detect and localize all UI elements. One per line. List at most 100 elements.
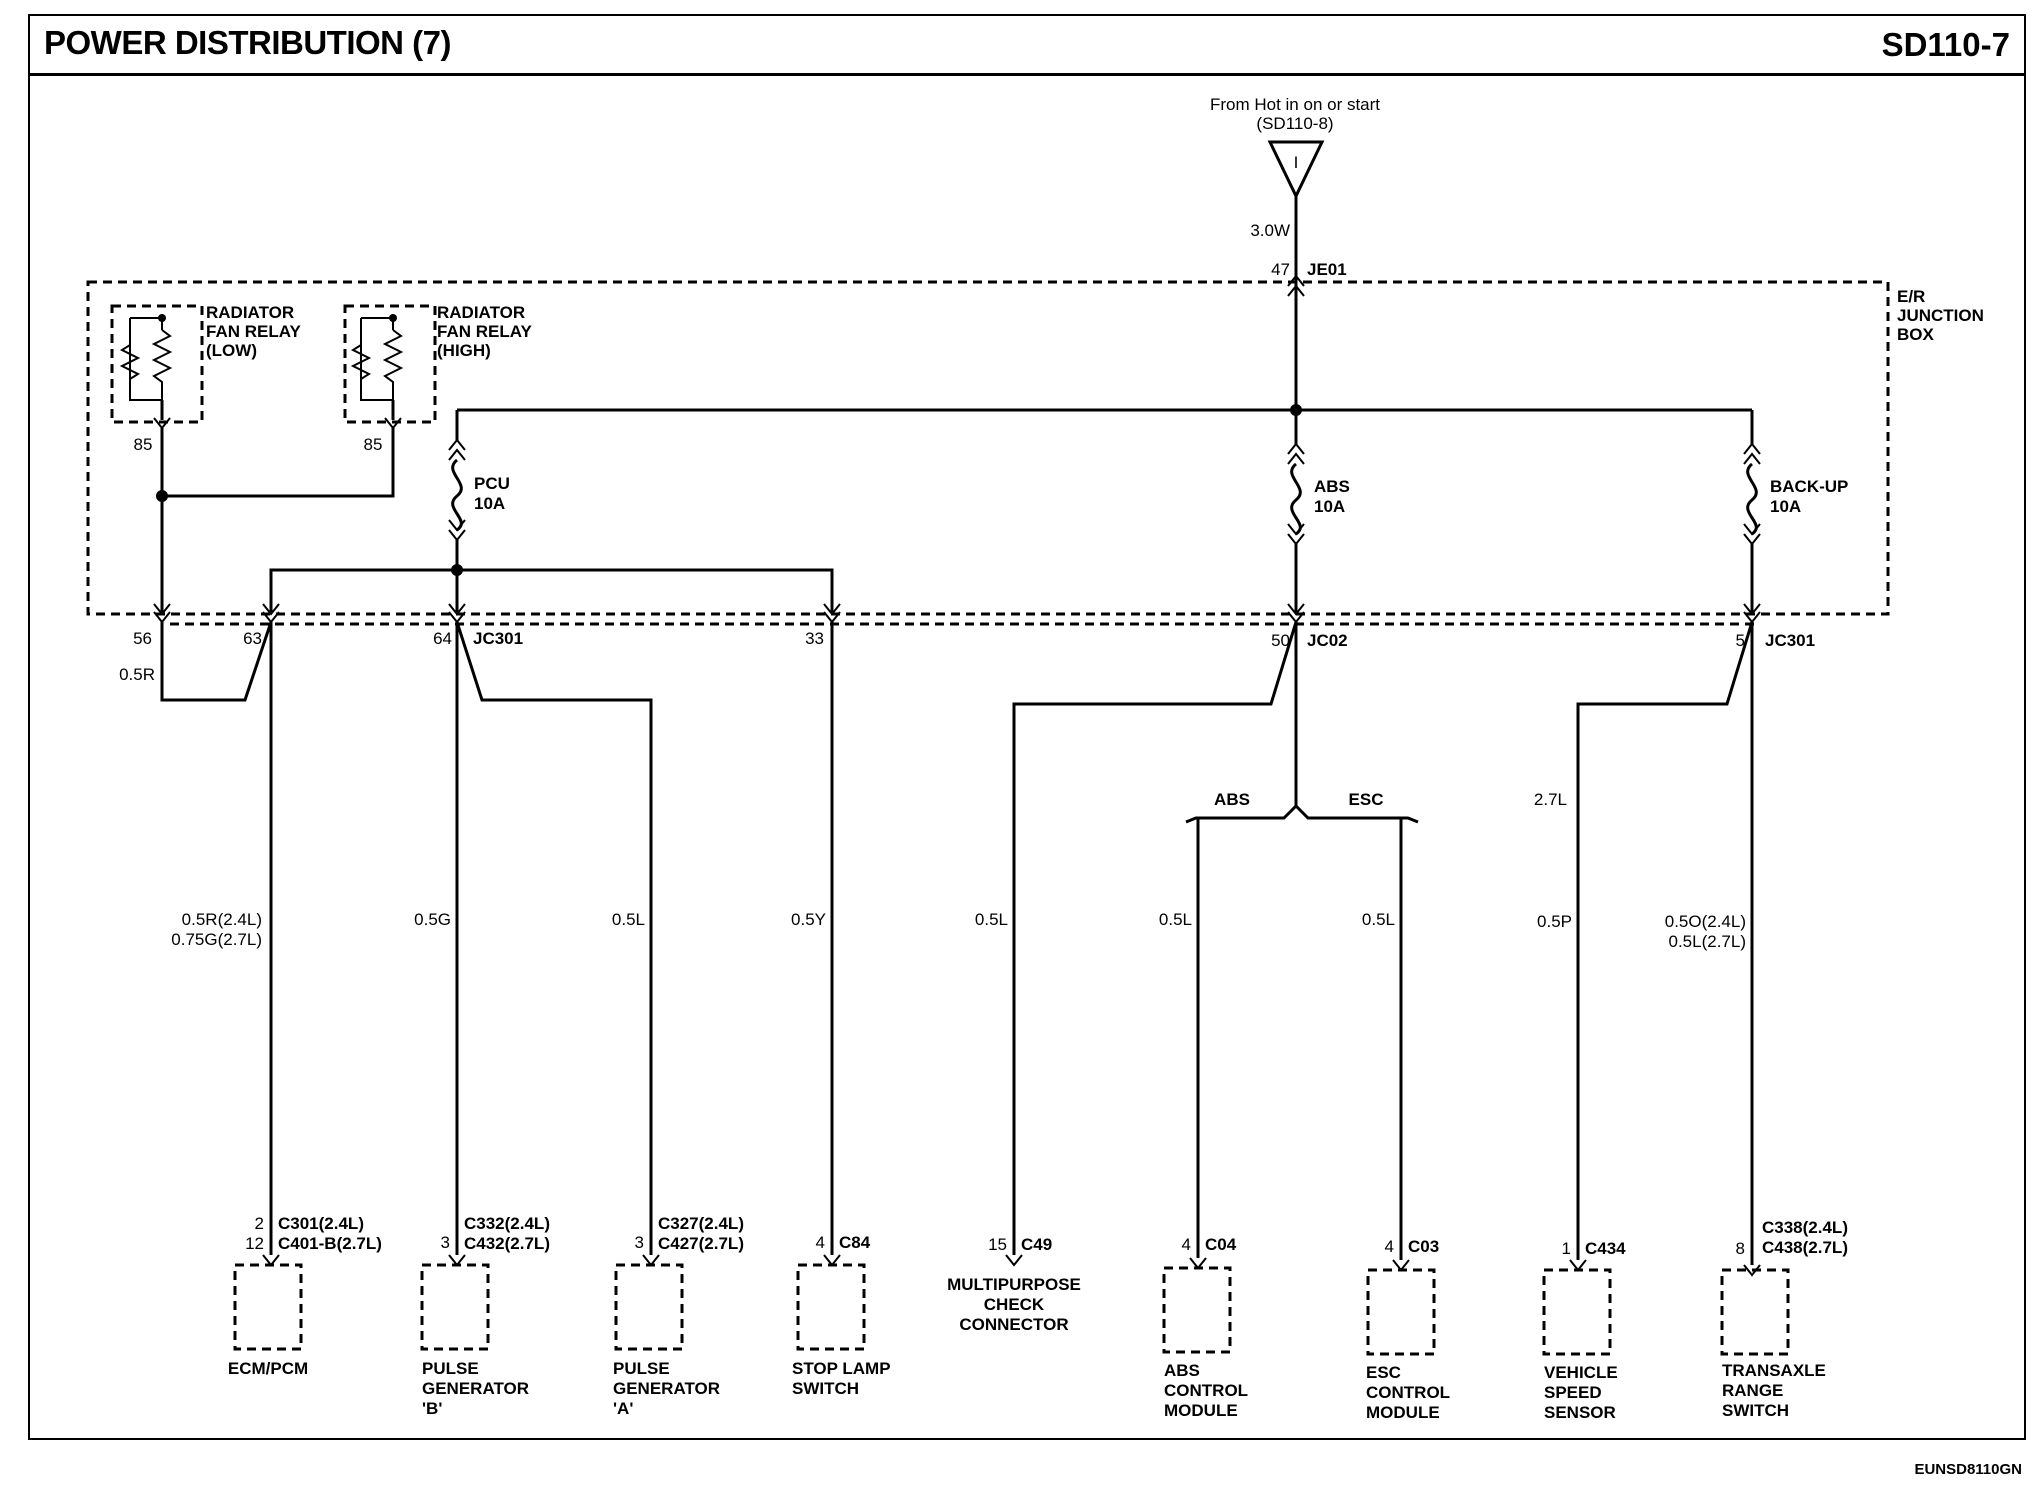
component-pin: 15 xyxy=(988,1235,1007,1254)
wire-color: 0.5G xyxy=(414,910,451,929)
fuse-connector-icon xyxy=(1287,523,1305,546)
wire-color: 0.5Y xyxy=(791,910,826,929)
fuse-name: BACK-UP xyxy=(1770,477,1848,496)
fuse-connector-icon xyxy=(1743,442,1761,465)
component-name: RANGE xyxy=(1722,1381,1783,1400)
wire-multipurpose xyxy=(1012,621,1298,1255)
component-box xyxy=(1542,1268,1612,1356)
wire-backup xyxy=(1576,621,1754,1265)
relay-interconnect-wire xyxy=(160,428,395,612)
jb-connector: JC301 xyxy=(473,629,523,648)
fuse-connector-icon xyxy=(448,438,466,461)
wire-color-labels: 0.5R(2.4L) 0.75G(2.7L) 0.5G 0.5L 0.5Y 0.… xyxy=(171,910,1746,951)
component-pin: 3 xyxy=(635,1233,644,1252)
page-code: SD110-7 xyxy=(1881,26,2010,63)
component-name: MULTIPURPOSE xyxy=(947,1275,1081,1294)
wire-pulse-generators xyxy=(455,621,653,1255)
component-name: CONTROL xyxy=(1366,1383,1450,1402)
jb-connector: JC02 xyxy=(1307,631,1348,650)
component-connector: C432(2.7L) xyxy=(464,1234,550,1253)
diagram-frame: POWER DISTRIBUTION (7) SD110-7 xyxy=(28,14,2026,1440)
er-junction-box-label: E/R JUNCTION BOX xyxy=(1897,287,1984,344)
component-box xyxy=(420,1263,490,1351)
relay-label-line: RADIATOR xyxy=(437,303,525,322)
component-name: ESC xyxy=(1366,1363,1401,1382)
component-name: CONTROL xyxy=(1164,1381,1248,1400)
component-pin: 12 xyxy=(245,1234,264,1253)
component-esc-control-module: 4 C03 ESC CONTROL MODULE xyxy=(1366,1237,1450,1422)
source-pin: 47 xyxy=(1271,260,1290,279)
component-pin: 4 xyxy=(1182,1235,1191,1254)
component-name: SWITCH xyxy=(1722,1401,1789,1420)
pin-arrow-icon xyxy=(1743,1264,1761,1277)
pin-arrow-icon xyxy=(153,603,1761,616)
connector-je01-icon xyxy=(1287,274,1305,297)
component-name: CHECK xyxy=(984,1295,1045,1314)
component-name: GENERATOR xyxy=(422,1379,529,1398)
component-pulse-generator-a: 3 C327(2.4L) C427(2.7L) PULSE GENERATOR … xyxy=(613,1214,744,1418)
component-name: SWITCH xyxy=(792,1379,859,1398)
component-connector: C427(2.7L) xyxy=(658,1234,744,1253)
component-name: PULSE xyxy=(613,1359,670,1378)
component-connector: C434 xyxy=(1585,1239,1626,1258)
jb-pin-number: 33 xyxy=(805,629,824,648)
relay-fan-low: RADIATOR FAN RELAY (LOW) 85 xyxy=(110,303,301,454)
component-name: MODULE xyxy=(1164,1401,1238,1420)
jb-connector: JC301 xyxy=(1765,631,1815,650)
wire-color: 0.5O(2.4L) xyxy=(1665,912,1746,931)
component-box xyxy=(796,1263,866,1351)
component-pin: 8 xyxy=(1736,1239,1745,1258)
fuse-icon xyxy=(451,458,463,532)
resistor-icon xyxy=(350,344,372,380)
component-vehicle-speed-sensor: 1 C434 VEHICLE SPEED SENSOR xyxy=(1542,1239,1626,1422)
component-box xyxy=(614,1263,684,1351)
wire-color: 0.5L(2.7L) xyxy=(1669,932,1747,951)
relay-label-line: FAN RELAY xyxy=(206,322,301,341)
component-name: SPEED xyxy=(1544,1383,1602,1402)
component-pin: 4 xyxy=(1385,1237,1394,1256)
component-connector: C03 xyxy=(1408,1237,1439,1256)
relay-pin: 85 xyxy=(134,435,153,454)
figure-id: EUNSD8110GN xyxy=(1914,1461,2022,1478)
component-name: TRANSAXLE xyxy=(1722,1361,1826,1380)
relay-label-line: FAN RELAY xyxy=(437,322,532,341)
jb-label-line: E/R xyxy=(1897,287,1925,306)
er-junction-box-outline xyxy=(86,280,1890,616)
component-pulse-generator-b: 3 C332(2.4L) C432(2.7L) PULSE GENERATOR … xyxy=(420,1214,550,1418)
wire-color: 0.5P xyxy=(1537,912,1572,931)
source-connector: JE01 xyxy=(1307,260,1347,279)
wire-color: 0.5L xyxy=(1362,910,1395,929)
component-connector: C327(2.4L) xyxy=(658,1214,744,1233)
relay-node xyxy=(389,314,397,322)
relay-label-line: (HIGH) xyxy=(437,341,491,360)
source-block: From Hot in on or start (SD110-8) I 3.0W… xyxy=(1210,95,1380,279)
component-connector: C438(2.7L) xyxy=(1762,1238,1848,1257)
component-abs-control-module: 4 C04 ABS CONTROL MODULE xyxy=(1162,1235,1248,1420)
relay-pin: 85 xyxy=(364,435,383,454)
relay-high-outline xyxy=(343,304,437,424)
pcu-bus-wire xyxy=(269,540,834,612)
relay-label-line: (LOW) xyxy=(206,341,257,360)
relay-low-outline xyxy=(110,304,204,424)
component-name: STOP LAMP xyxy=(792,1359,891,1378)
pin-arrow-icon xyxy=(1005,1254,1023,1267)
wire-color: 0.5L xyxy=(975,910,1008,929)
component-name: 'B' xyxy=(422,1399,442,1418)
component-box xyxy=(1720,1268,1790,1356)
fuse-icon xyxy=(1746,462,1758,536)
component-connector: C49 xyxy=(1021,1235,1052,1254)
component-stop-lamp-switch: 4 C84 STOP LAMP SWITCH xyxy=(792,1233,891,1398)
component-name: ECM/PCM xyxy=(228,1359,308,1378)
page-title: POWER DISTRIBUTION (7) xyxy=(44,24,452,61)
wire-pin56-loop xyxy=(160,621,273,702)
component-name: GENERATOR xyxy=(613,1379,720,1398)
jb-pin-number: 56 xyxy=(133,629,152,648)
wire-color: 0.5L xyxy=(612,910,645,929)
wire-color: 0.75G(2.7L) xyxy=(171,930,262,949)
jb-label-line: JUNCTION xyxy=(1897,306,1984,325)
relay-label-line: RADIATOR xyxy=(206,303,294,322)
component-name: ABS xyxy=(1164,1361,1200,1380)
splice-abs-esc xyxy=(1185,803,1419,824)
header-bar: POWER DISTRIBUTION (7) SD110-7 xyxy=(30,16,2024,76)
component-connector: C332(2.4L) xyxy=(464,1214,550,1233)
